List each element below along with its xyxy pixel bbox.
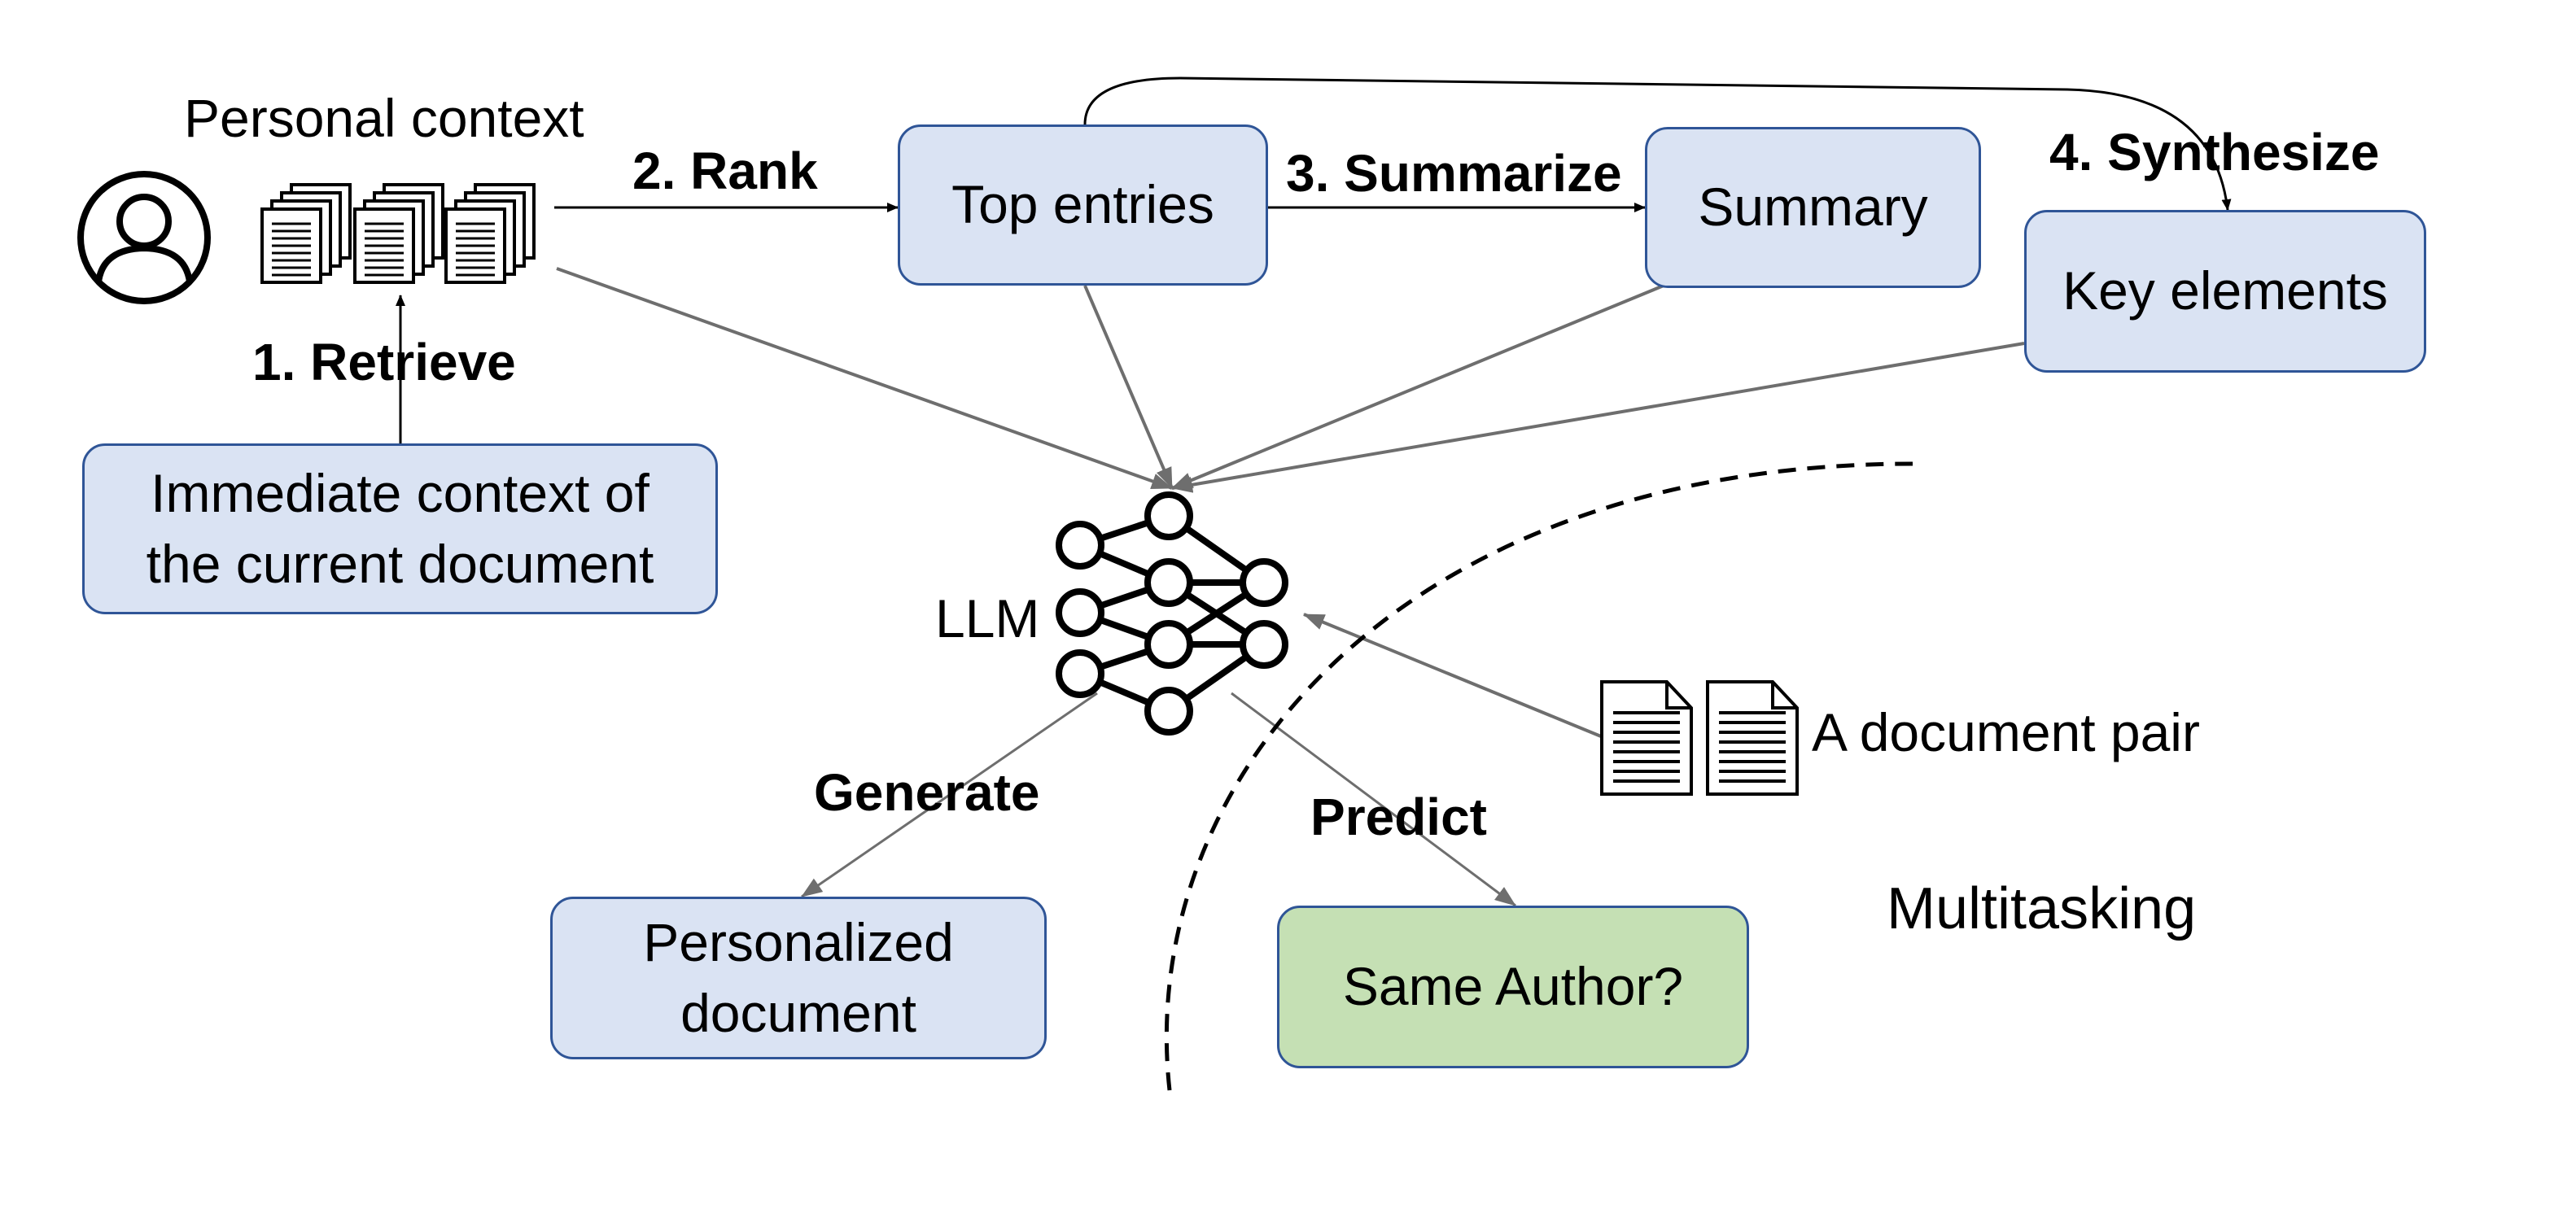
summary-box: Summary [1645,127,1981,288]
generate-label: Generate [814,763,1040,822]
key-elements-text: Key elements [2062,260,2388,321]
multitasking-label: Multitasking [1887,876,2197,941]
immediate-context-box: Immediate context of the current documen… [82,443,718,614]
step-summarize-label: 3. Summarize [1286,144,1622,203]
step-retrieve-label: 1. Retrieve [252,333,516,391]
same-author-box: Same Author? [1277,906,1749,1068]
step-rank-label: 2. Rank [632,142,818,200]
document-pair-icon [1600,680,1799,796]
immediate-context-text: Immediate context of the current documen… [146,462,654,594]
same-author-text: Same Author? [1342,956,1684,1017]
personalized-document-box: Personalized document [550,897,1047,1059]
user-icon [77,171,211,304]
neural-network-icon [1056,491,1288,736]
llm-label: LLM [935,588,1040,648]
top-entries-box: Top entries [898,124,1268,286]
predict-label: Predict [1310,788,1487,846]
document-pair-label: A document pair [1812,702,2200,762]
arrows-to-llm [556,267,2025,907]
step-synthesize-label: 4. Synthesize [2049,123,2380,181]
top-entries-text: Top entries [951,174,1214,235]
personal-context-label: Personal context [184,88,584,148]
arrow-synthesize [1083,76,2232,211]
document-stack-icon [262,185,534,282]
summary-text: Summary [1698,177,1928,238]
key-elements-box: Key elements [2024,210,2426,373]
multitasking-divider [1164,461,1913,1091]
personalized-document-text: Personalized document [643,911,954,1043]
